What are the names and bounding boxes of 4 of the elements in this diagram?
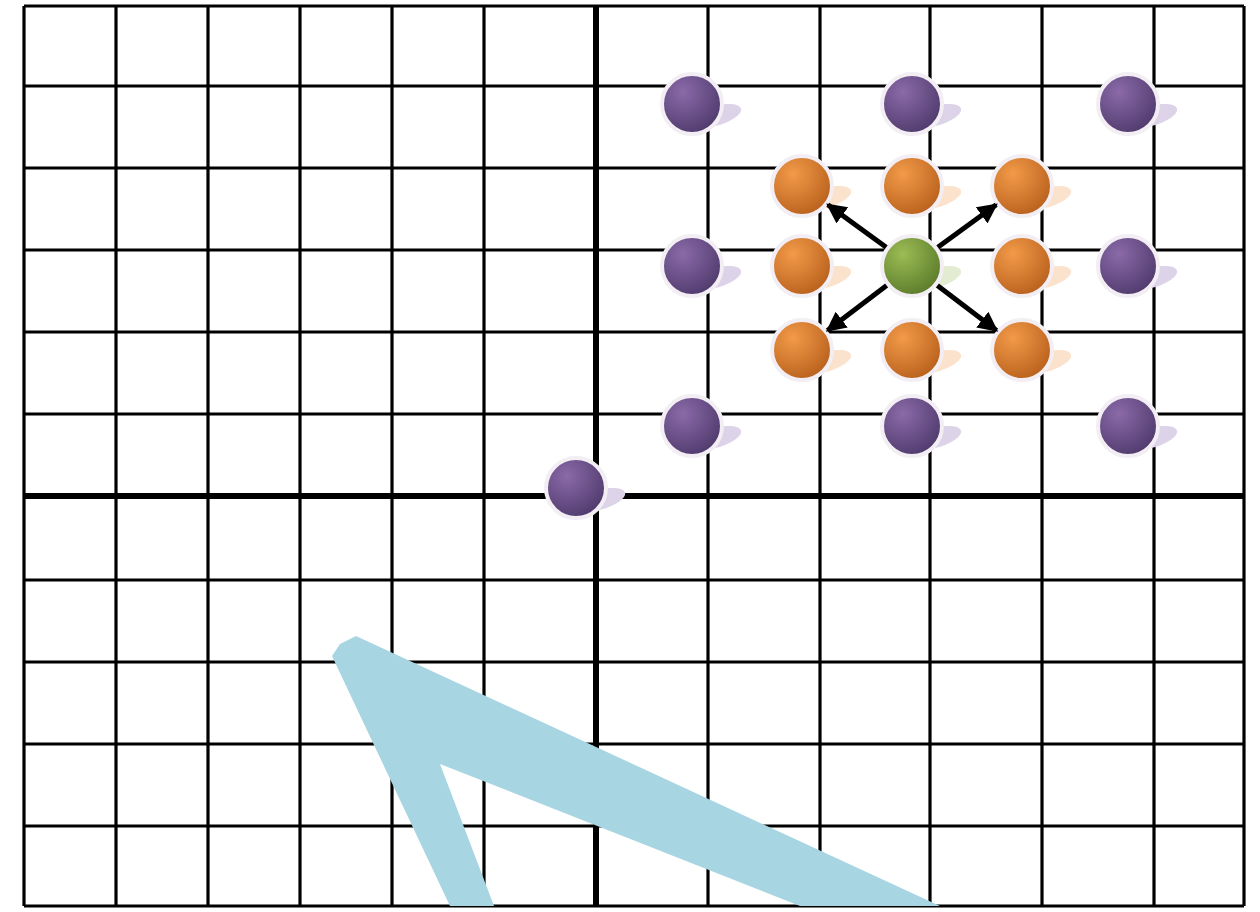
arrow [825, 283, 889, 333]
arrow [826, 202, 888, 250]
arrow [936, 202, 998, 250]
arrow [935, 283, 999, 333]
